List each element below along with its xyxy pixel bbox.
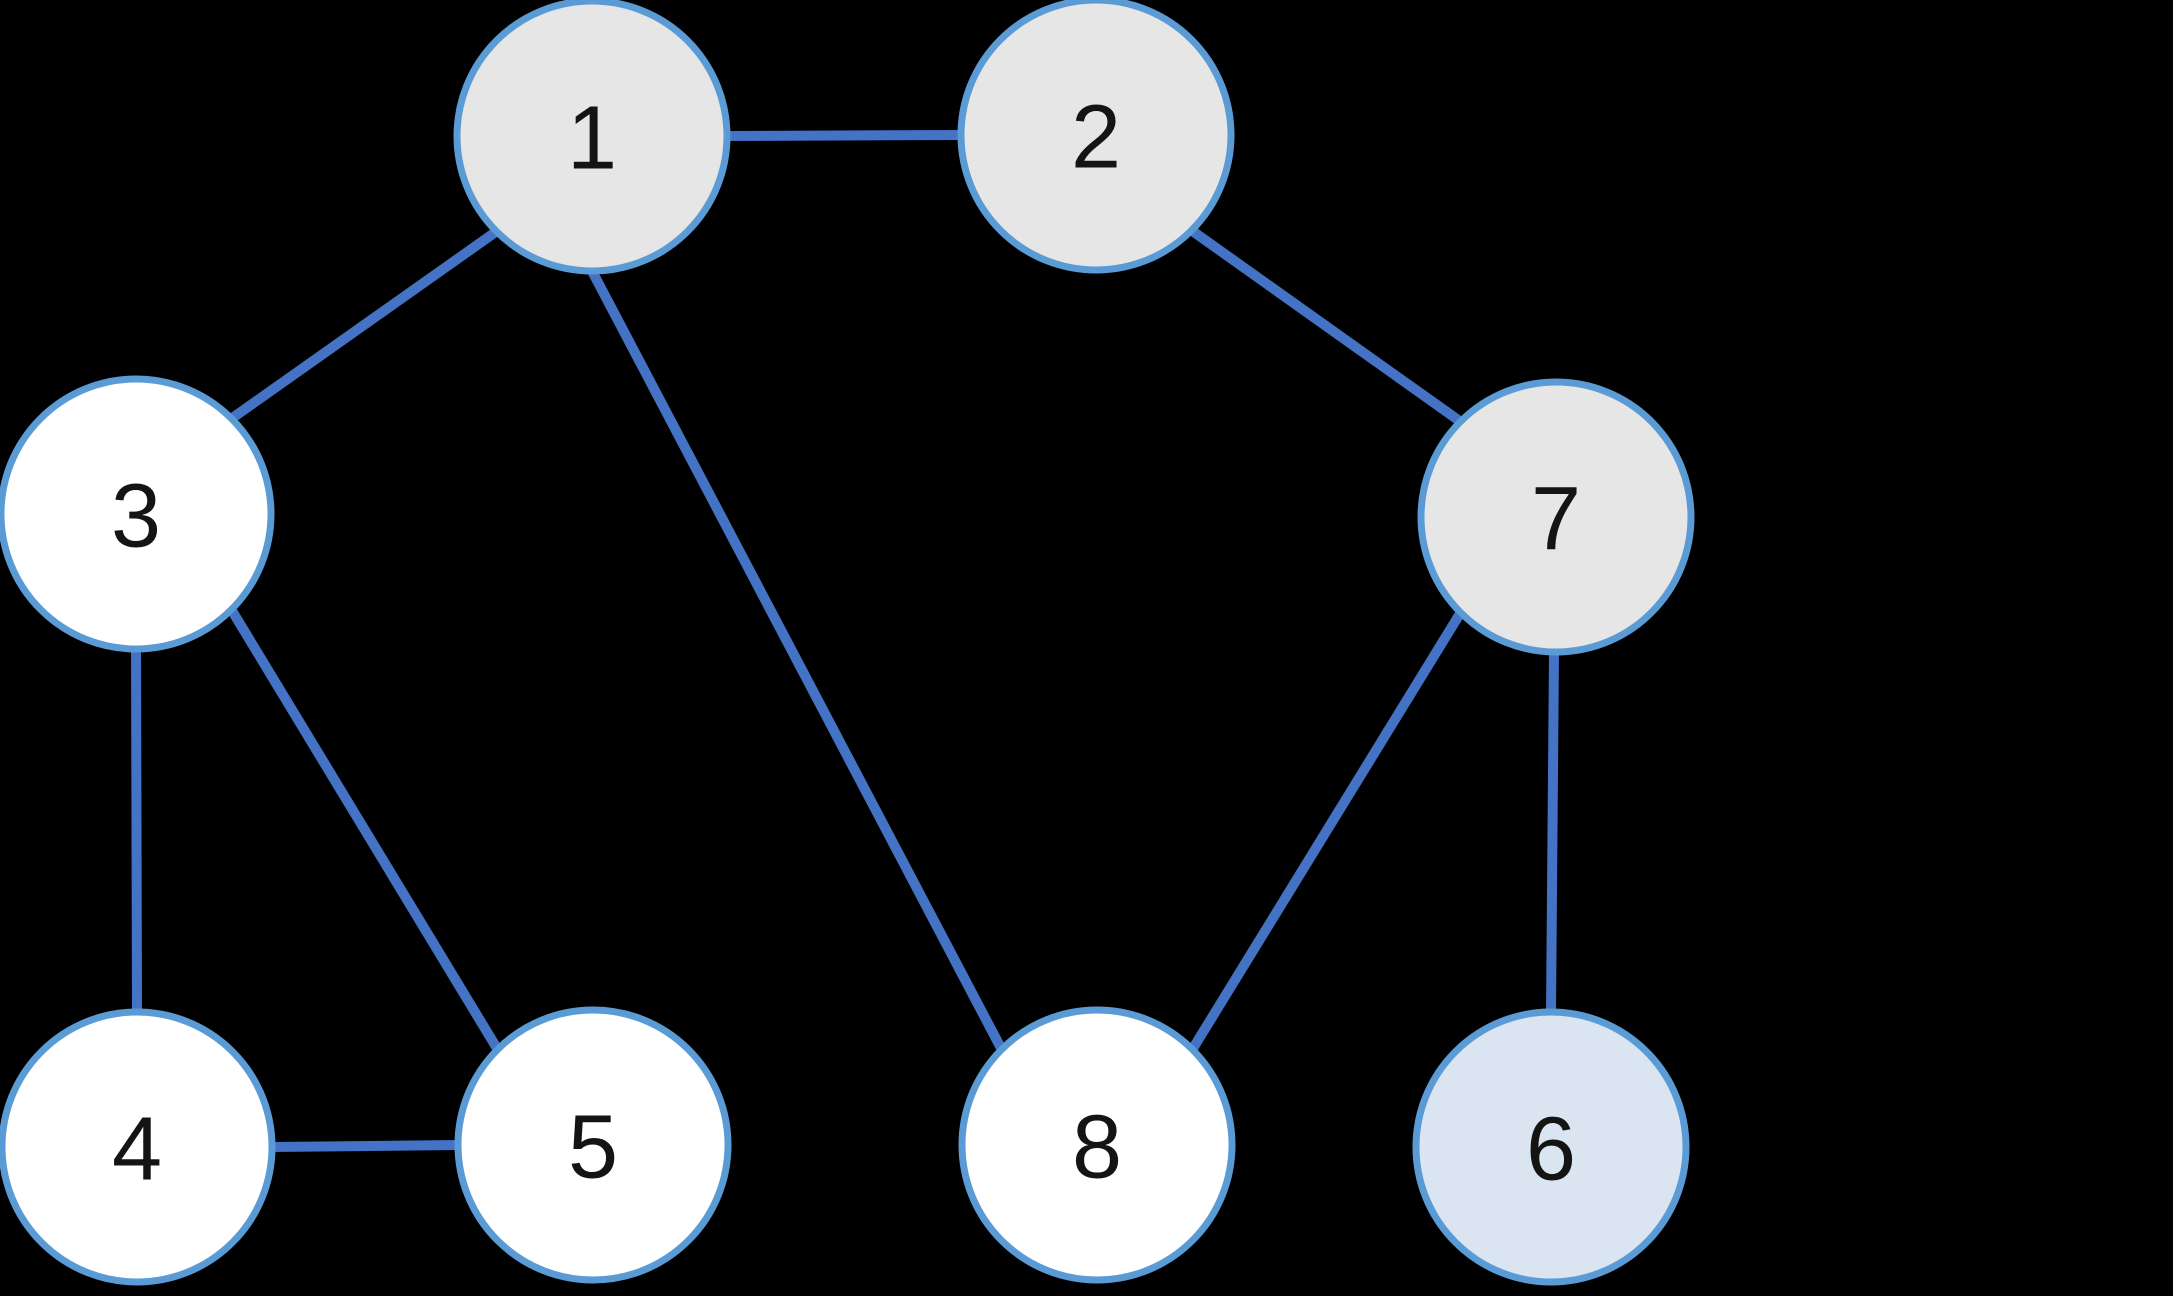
node-7-label: 7 bbox=[1531, 469, 1581, 569]
node-4-label: 4 bbox=[112, 1099, 162, 1199]
edge-7-8 bbox=[1187, 609, 1466, 1053]
node-2-circle bbox=[957, 0, 1235, 274]
node-4: 4 bbox=[0, 1008, 276, 1286]
edges-layer bbox=[131, 130, 1559, 1152]
node-5: 5 bbox=[454, 1006, 732, 1284]
node-1: 1 bbox=[453, 0, 731, 275]
edge-3-5 bbox=[226, 606, 503, 1053]
edge-3-4 bbox=[131, 648, 142, 1013]
node-8-label: 8 bbox=[1072, 1097, 1122, 1197]
node-7: 7 bbox=[1417, 378, 1695, 656]
node-6-circle bbox=[1412, 1008, 1690, 1286]
node-1-circle bbox=[453, 0, 731, 275]
edge-7-6 bbox=[1546, 651, 1559, 1013]
node-4-circle bbox=[0, 1008, 276, 1286]
node-6-label: 6 bbox=[1526, 1099, 1576, 1199]
node-3: 3 bbox=[0, 375, 275, 653]
edge-1-2 bbox=[726, 130, 962, 141]
node-7-circle bbox=[1417, 378, 1695, 656]
node-8: 8 bbox=[958, 1006, 1236, 1284]
node-1-label: 1 bbox=[567, 88, 617, 188]
node-2: 2 bbox=[957, 0, 1235, 274]
node-5-label: 5 bbox=[568, 1097, 618, 1197]
node-3-circle bbox=[0, 375, 275, 653]
nodes-layer: 1 2 3 4 5 6 7 8 bbox=[0, 0, 1695, 1286]
node-8-circle bbox=[958, 1006, 1236, 1284]
node-2-label: 2 bbox=[1071, 87, 1121, 187]
node-3-label: 3 bbox=[111, 466, 161, 566]
edge-1-8 bbox=[587, 268, 1007, 1053]
edge-4-5 bbox=[271, 1140, 459, 1152]
edge-1-3 bbox=[228, 226, 500, 424]
edge-2-7 bbox=[1188, 225, 1464, 427]
node-5-circle bbox=[454, 1006, 732, 1284]
node-6: 6 bbox=[1412, 1008, 1690, 1286]
